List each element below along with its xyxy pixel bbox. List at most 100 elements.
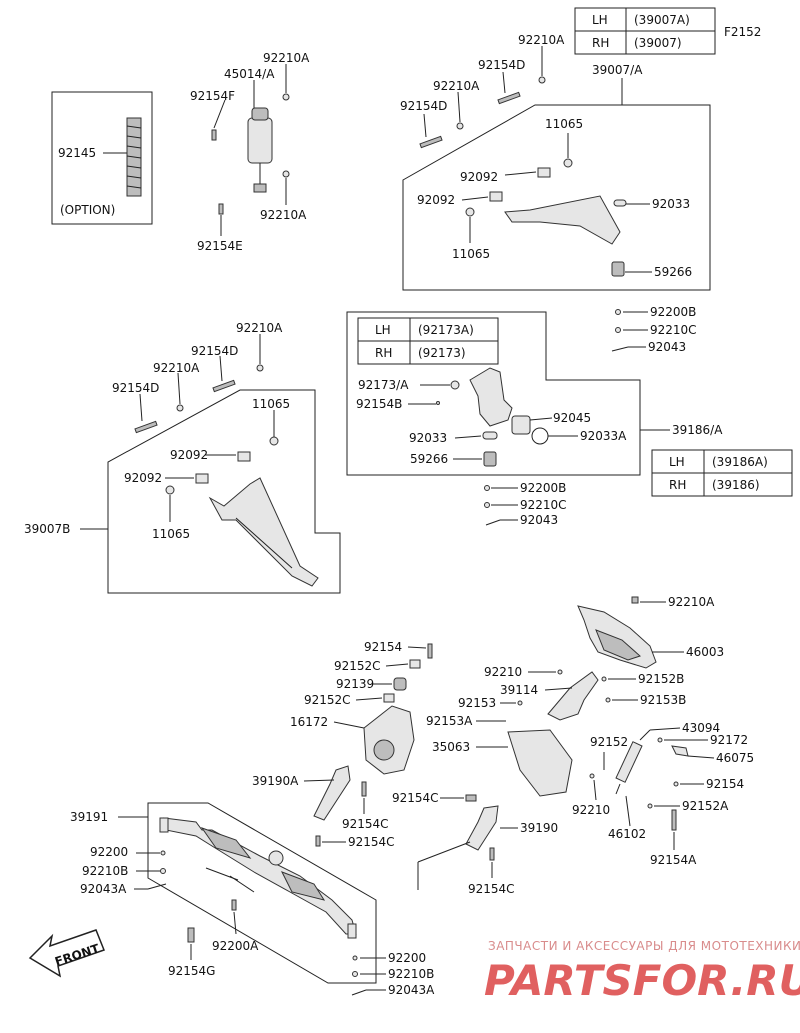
table-right-part-rh: (39186) <box>712 478 760 492</box>
label-92154D-3: 92154D <box>191 344 238 358</box>
label-11065-3: 11065 <box>252 397 290 411</box>
label-92152C-1: 92152C <box>334 659 381 673</box>
label-92043A-2: 92043A <box>388 983 435 997</box>
label-92092-3: 92092 <box>170 448 208 462</box>
label-92154C-4: 92154C <box>468 882 515 896</box>
label-92200B-2: 92200B <box>520 481 566 495</box>
bearing-92045 <box>511 415 531 435</box>
label-92210B-2: 92210B <box>388 967 434 981</box>
table-top-part-lh: (39007A) <box>634 13 690 27</box>
shock-body <box>247 117 273 164</box>
label-92154A: 92154A <box>650 853 697 867</box>
shaft-39190 <box>465 805 499 851</box>
label-92154D-1: 92154D <box>478 58 525 72</box>
label-92043A-1: 92043A <box>80 882 127 896</box>
table-knuckle-part-rh: (92173) <box>418 346 466 360</box>
upper-a-arm <box>504 195 621 245</box>
label-92210-1: 92210 <box>484 665 522 679</box>
label-92200-1: 92200 <box>90 845 128 859</box>
label-92154C-3: 92154C <box>392 791 439 805</box>
bushing-92092-1 <box>537 167 551 178</box>
label-92153: 92153 <box>458 696 496 710</box>
label-92154F: 92154F <box>190 89 235 103</box>
spring-92145 <box>126 117 142 197</box>
steering-column-39114 <box>547 671 599 721</box>
label-92154E: 92154E <box>197 239 243 253</box>
label-92153A: 92153A <box>426 714 473 728</box>
table-right: LH (39186A) RH (39186) <box>651 449 793 497</box>
label-59266-2: 59266 <box>410 452 448 466</box>
label-92173A: 92173/A <box>358 378 409 392</box>
label-92210A-1: 92210A <box>263 51 310 65</box>
steering-wheel-46003 <box>577 605 657 669</box>
label-46003: 46003 <box>686 645 724 659</box>
lower-a-arm <box>208 477 319 587</box>
label-92154B: 92154B <box>356 397 402 411</box>
label-92033-2: 92033 <box>409 431 447 445</box>
label-92033-1: 92033 <box>652 197 690 211</box>
label-92092-4: 92092 <box>124 471 162 485</box>
table-knuckle-part-lh: (92173A) <box>418 323 474 337</box>
label-11065-4: 11065 <box>152 527 190 541</box>
label-92152A: 92152A <box>682 799 729 813</box>
label-43094: 43094 <box>682 721 720 735</box>
label-92154G: 92154G <box>168 964 215 978</box>
eps-unit-16172 <box>363 705 415 775</box>
shock-group: 92210A 45014/A 92154F 92210A 92154E <box>190 51 310 253</box>
label-11065-1: 11065 <box>545 117 583 131</box>
label-92210A-4: 92210A <box>433 79 480 93</box>
label-92152C-2: 92152C <box>304 693 351 707</box>
watermark-tagline: ЗАПЧАСТИ И АКСЕССУАРЫ ДЛЯ МОТОТЕХНИКИ <box>488 939 800 953</box>
label-92210A-3: 92210A <box>518 33 565 47</box>
watermark: ЗАПЧАСТИ И АКСЕССУАРЫ ДЛЯ МОТОТЕХНИКИ PA… <box>484 939 800 1005</box>
label-92200-2: 92200 <box>388 951 426 965</box>
hardware-right-1: 92200B 92210C 92043 <box>611 305 697 354</box>
front-arrow: FRONT <box>28 929 105 978</box>
label-92152B: 92152B <box>638 672 684 686</box>
label-92210C-1: 92210C <box>650 323 697 337</box>
label-92210A-6: 92210A <box>153 361 200 375</box>
diagram-code: F2152 <box>724 25 761 39</box>
label-92145: 92145 <box>58 146 96 160</box>
label-45014A: 45014/A <box>224 67 275 81</box>
label-92154-2: 92154 <box>706 777 744 791</box>
label-92210A-5: 92210A <box>236 321 283 335</box>
upper-arm-fasteners: 92210A 92154D 92210A 92154D <box>400 33 565 149</box>
label-92043-2: 92043 <box>520 513 558 527</box>
label-39190A: 39190A <box>252 774 299 788</box>
table-knuckle-side-lh: LH <box>375 323 391 337</box>
label-92045: 92045 <box>553 411 591 425</box>
table-top-side-rh: RH <box>592 36 609 50</box>
label-92200A: 92200A <box>212 939 259 953</box>
label-92210B-1: 92210B <box>82 864 128 878</box>
hardware-rack-bottom: 92200 92210B 92043A <box>351 951 435 997</box>
watermark-logo: PARTSFOR.RU <box>484 956 800 1005</box>
label-39007A: 39007/A <box>592 63 643 77</box>
label-92154C-1: 92154C <box>342 817 389 831</box>
label-92092-1: 92092 <box>460 170 498 184</box>
upper-arm-box: 39007/A 11065 92092 92092 92033 11065 59… <box>402 63 711 291</box>
steering-group: 92210A 46003 92210 39114 92152B 92153 92… <box>426 595 754 867</box>
label-92210-2: 92210 <box>572 803 610 817</box>
label-35063: 35063 <box>432 740 470 754</box>
table-top-part-rh: (39007) <box>634 36 682 50</box>
label-39190: 39190 <box>520 821 558 835</box>
steering-knuckle <box>469 367 513 427</box>
shaft-39190A <box>313 765 351 821</box>
label-46102: 46102 <box>608 827 646 841</box>
hardware-knuckle: 92200B 92210C 92043 <box>484 481 567 527</box>
label-92154-1: 92154 <box>364 640 402 654</box>
label-92033A: 92033A <box>580 429 627 443</box>
label-92154D-2: 92154D <box>400 99 447 113</box>
label-92043-1: 92043 <box>648 340 686 354</box>
label-92092-2: 92092 <box>417 193 455 207</box>
label-46075: 46075 <box>716 751 754 765</box>
label-option: (OPTION) <box>60 203 115 217</box>
table-knuckle: LH (92173A) RH (92173) <box>357 317 499 365</box>
lower-arm-box: 39007B 11065 92092 92092 11065 <box>24 389 341 594</box>
label-39186A: 39186/A <box>672 423 723 437</box>
label-39114: 39114 <box>500 683 538 697</box>
nut-92210A <box>282 93 290 101</box>
ball-joint-59266 <box>611 261 625 277</box>
label-39007B: 39007B <box>24 522 70 536</box>
